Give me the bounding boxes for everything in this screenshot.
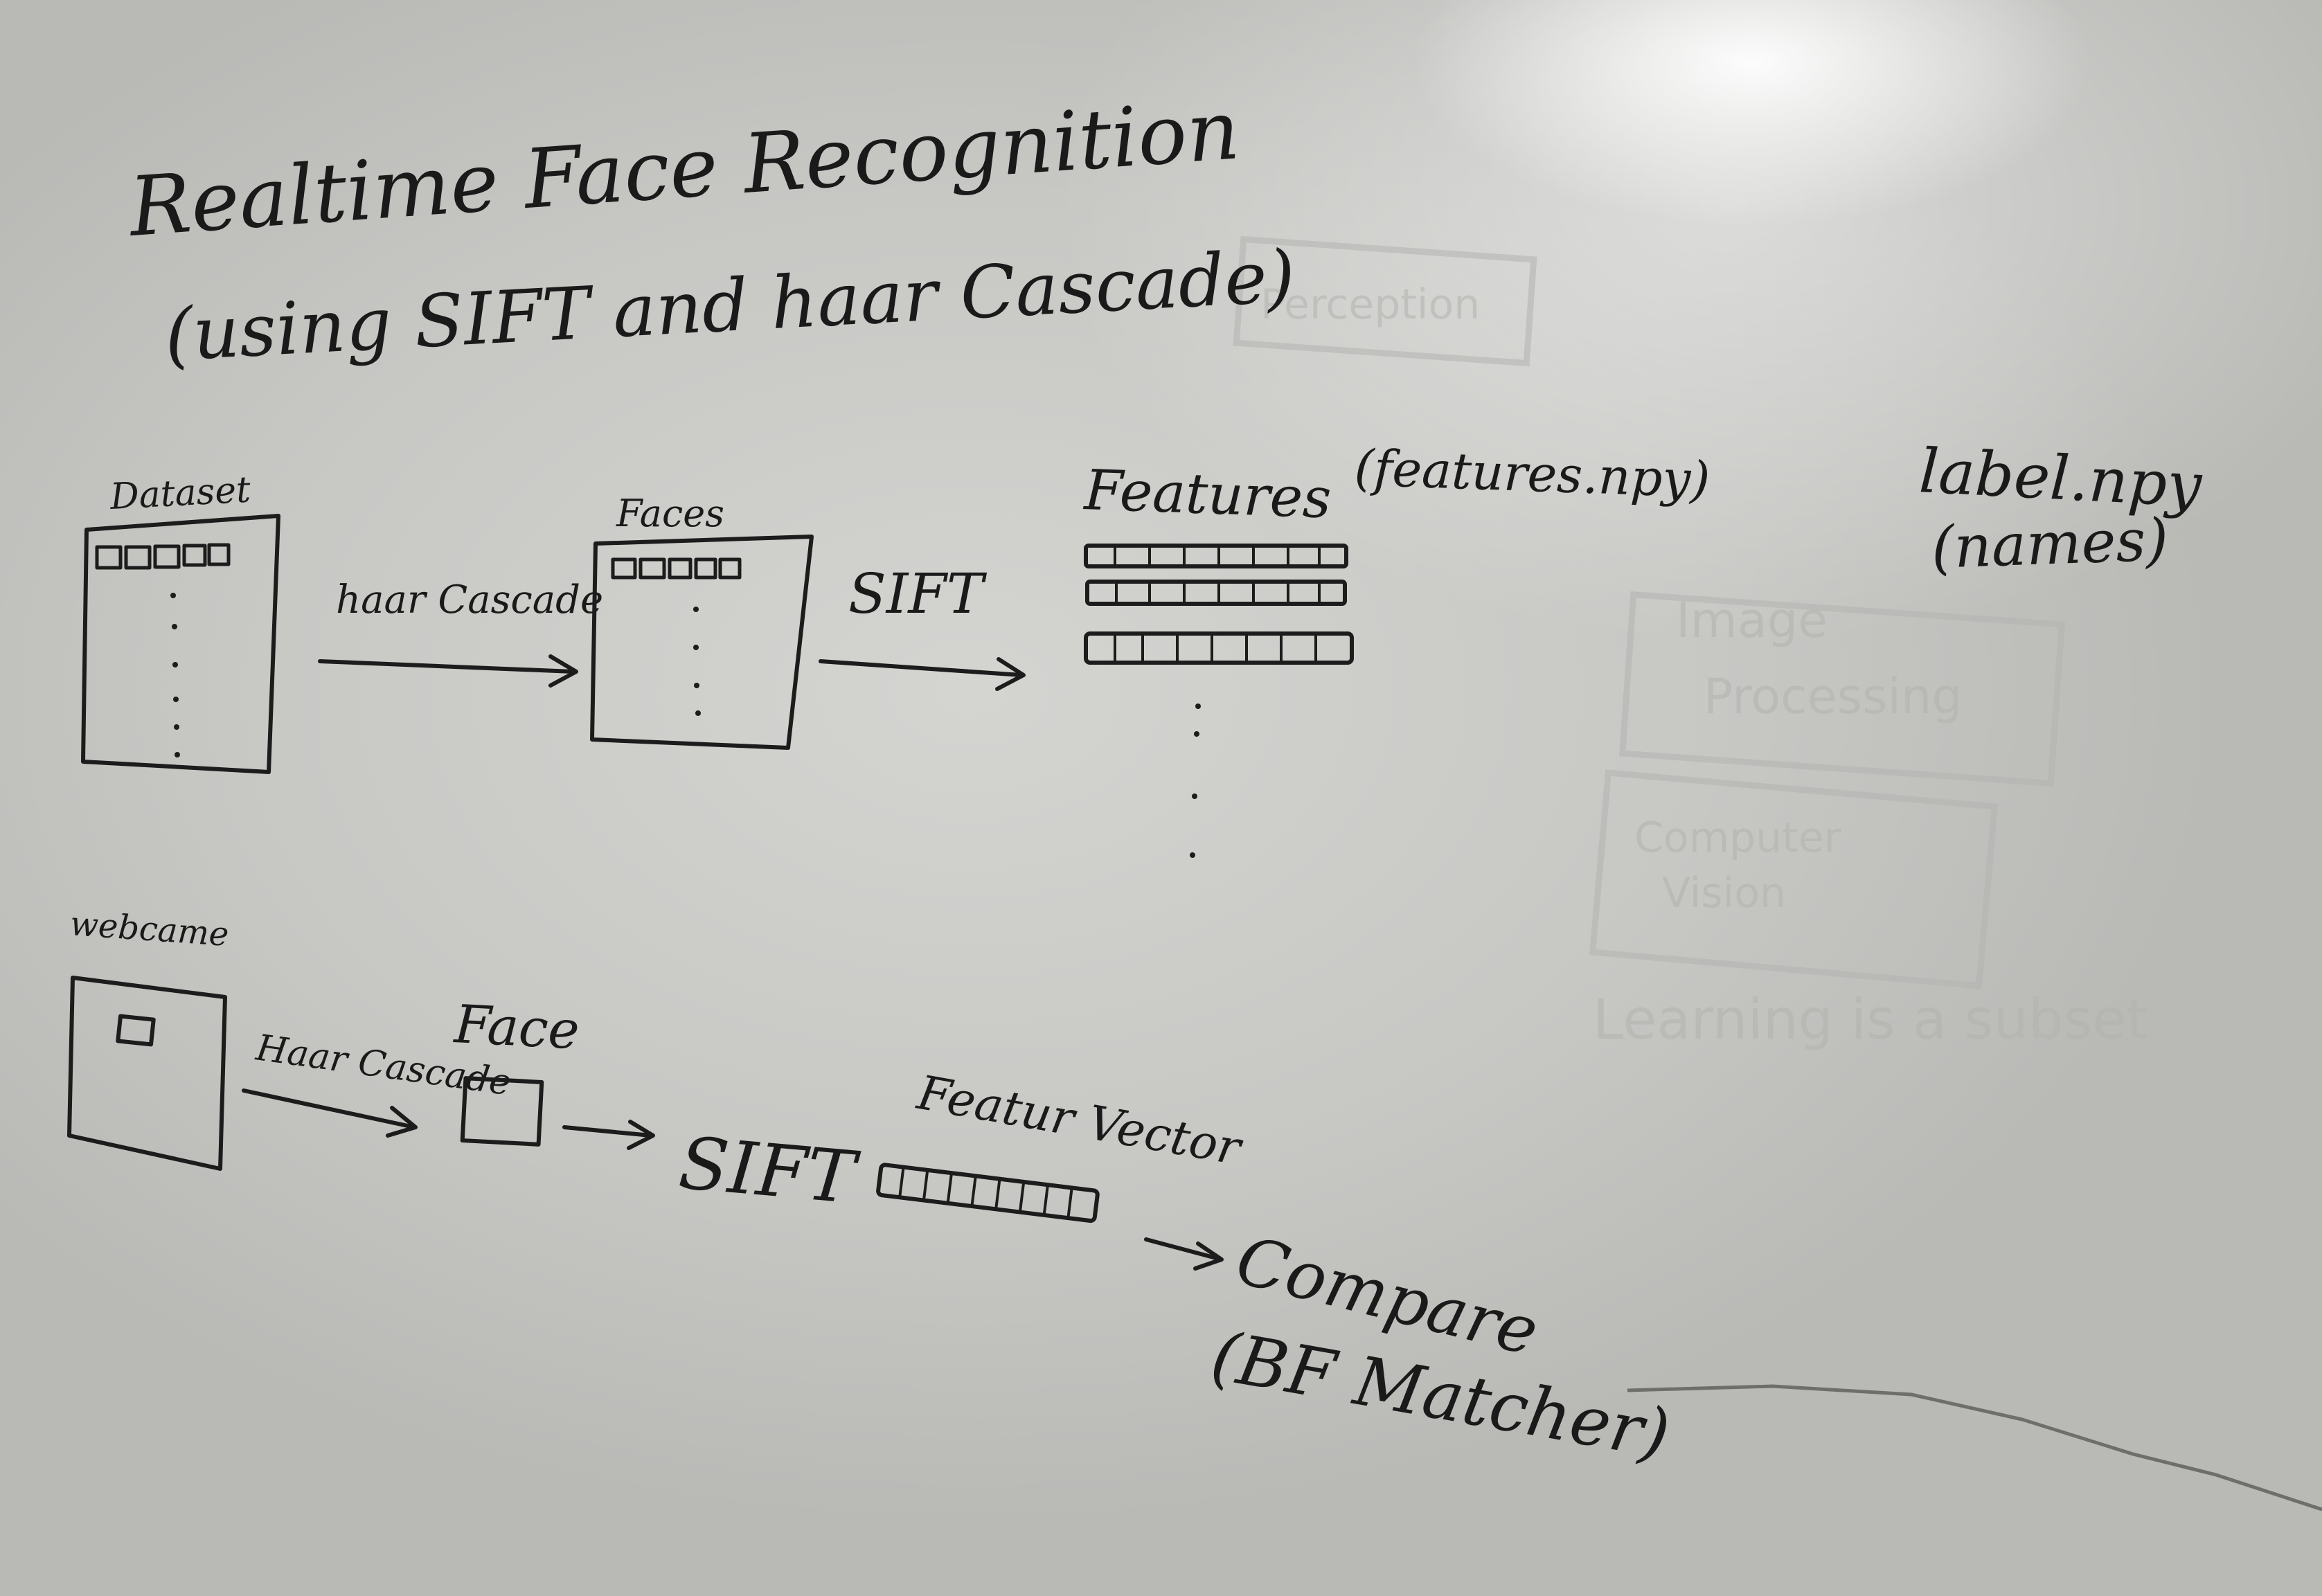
sift-label-top: SIFT bbox=[848, 562, 988, 626]
svg-text:Computer: Computer bbox=[1634, 814, 1841, 862]
haar-cascade-arrow-top: haar Cascade bbox=[318, 577, 603, 688]
svg-text:Perception: Perception bbox=[1260, 280, 1480, 329]
face-block: Face bbox=[452, 993, 655, 1150]
feature-vector-label: Featur Vector bbox=[912, 1066, 1247, 1177]
svg-text:Vision: Vision bbox=[1662, 869, 1786, 917]
dataset-label: Dataset bbox=[109, 469, 252, 518]
board-crack bbox=[1627, 1384, 2322, 1512]
sift-label-bottom: SIFT bbox=[676, 1120, 863, 1220]
sift-arrow-top: SIFT bbox=[819, 562, 1026, 691]
svg-text:Processing: Processing bbox=[1704, 668, 1963, 725]
features-file-label: (features.npy) bbox=[1353, 438, 1711, 509]
webcam-label: webcame bbox=[69, 904, 230, 954]
face-label: Face bbox=[452, 993, 581, 1061]
svg-text:Image: Image bbox=[1676, 592, 1828, 649]
feature-vector-block: Featur Vector bbox=[876, 1066, 1247, 1223]
features-label: Features bbox=[1082, 458, 1332, 530]
title-line2: (using SIFT and haar Cascade) bbox=[163, 234, 1297, 377]
label-desc-label: (names) bbox=[1930, 505, 2169, 582]
dataset-block: Dataset bbox=[81, 469, 280, 774]
label-file-label: label.npy bbox=[1918, 435, 2204, 521]
label-file-block: label.npy (names) bbox=[1918, 435, 2204, 582]
webcam-block: webcame bbox=[67, 904, 230, 1171]
features-block: Features (features.npy) bbox=[1082, 438, 1711, 858]
compare-block: Compare (BF Matcher) bbox=[1144, 1221, 1675, 1475]
title-line1: Realtime Face Recognition bbox=[125, 82, 1242, 255]
title-group: Realtime Face Recognition (using SIFT an… bbox=[125, 82, 1297, 377]
faces-block: Faces bbox=[590, 492, 814, 750]
faces-label: Faces bbox=[616, 492, 724, 535]
svg-text:Learning is a subset: Learning is a subset bbox=[1593, 987, 2148, 1052]
haar-cascade-label-top: haar Cascade bbox=[336, 577, 603, 622]
sift-block-bottom: SIFT bbox=[676, 1120, 863, 1220]
erased-ghost-marks: Image Processing Computer Vision Percept… bbox=[1233, 235, 2148, 1052]
